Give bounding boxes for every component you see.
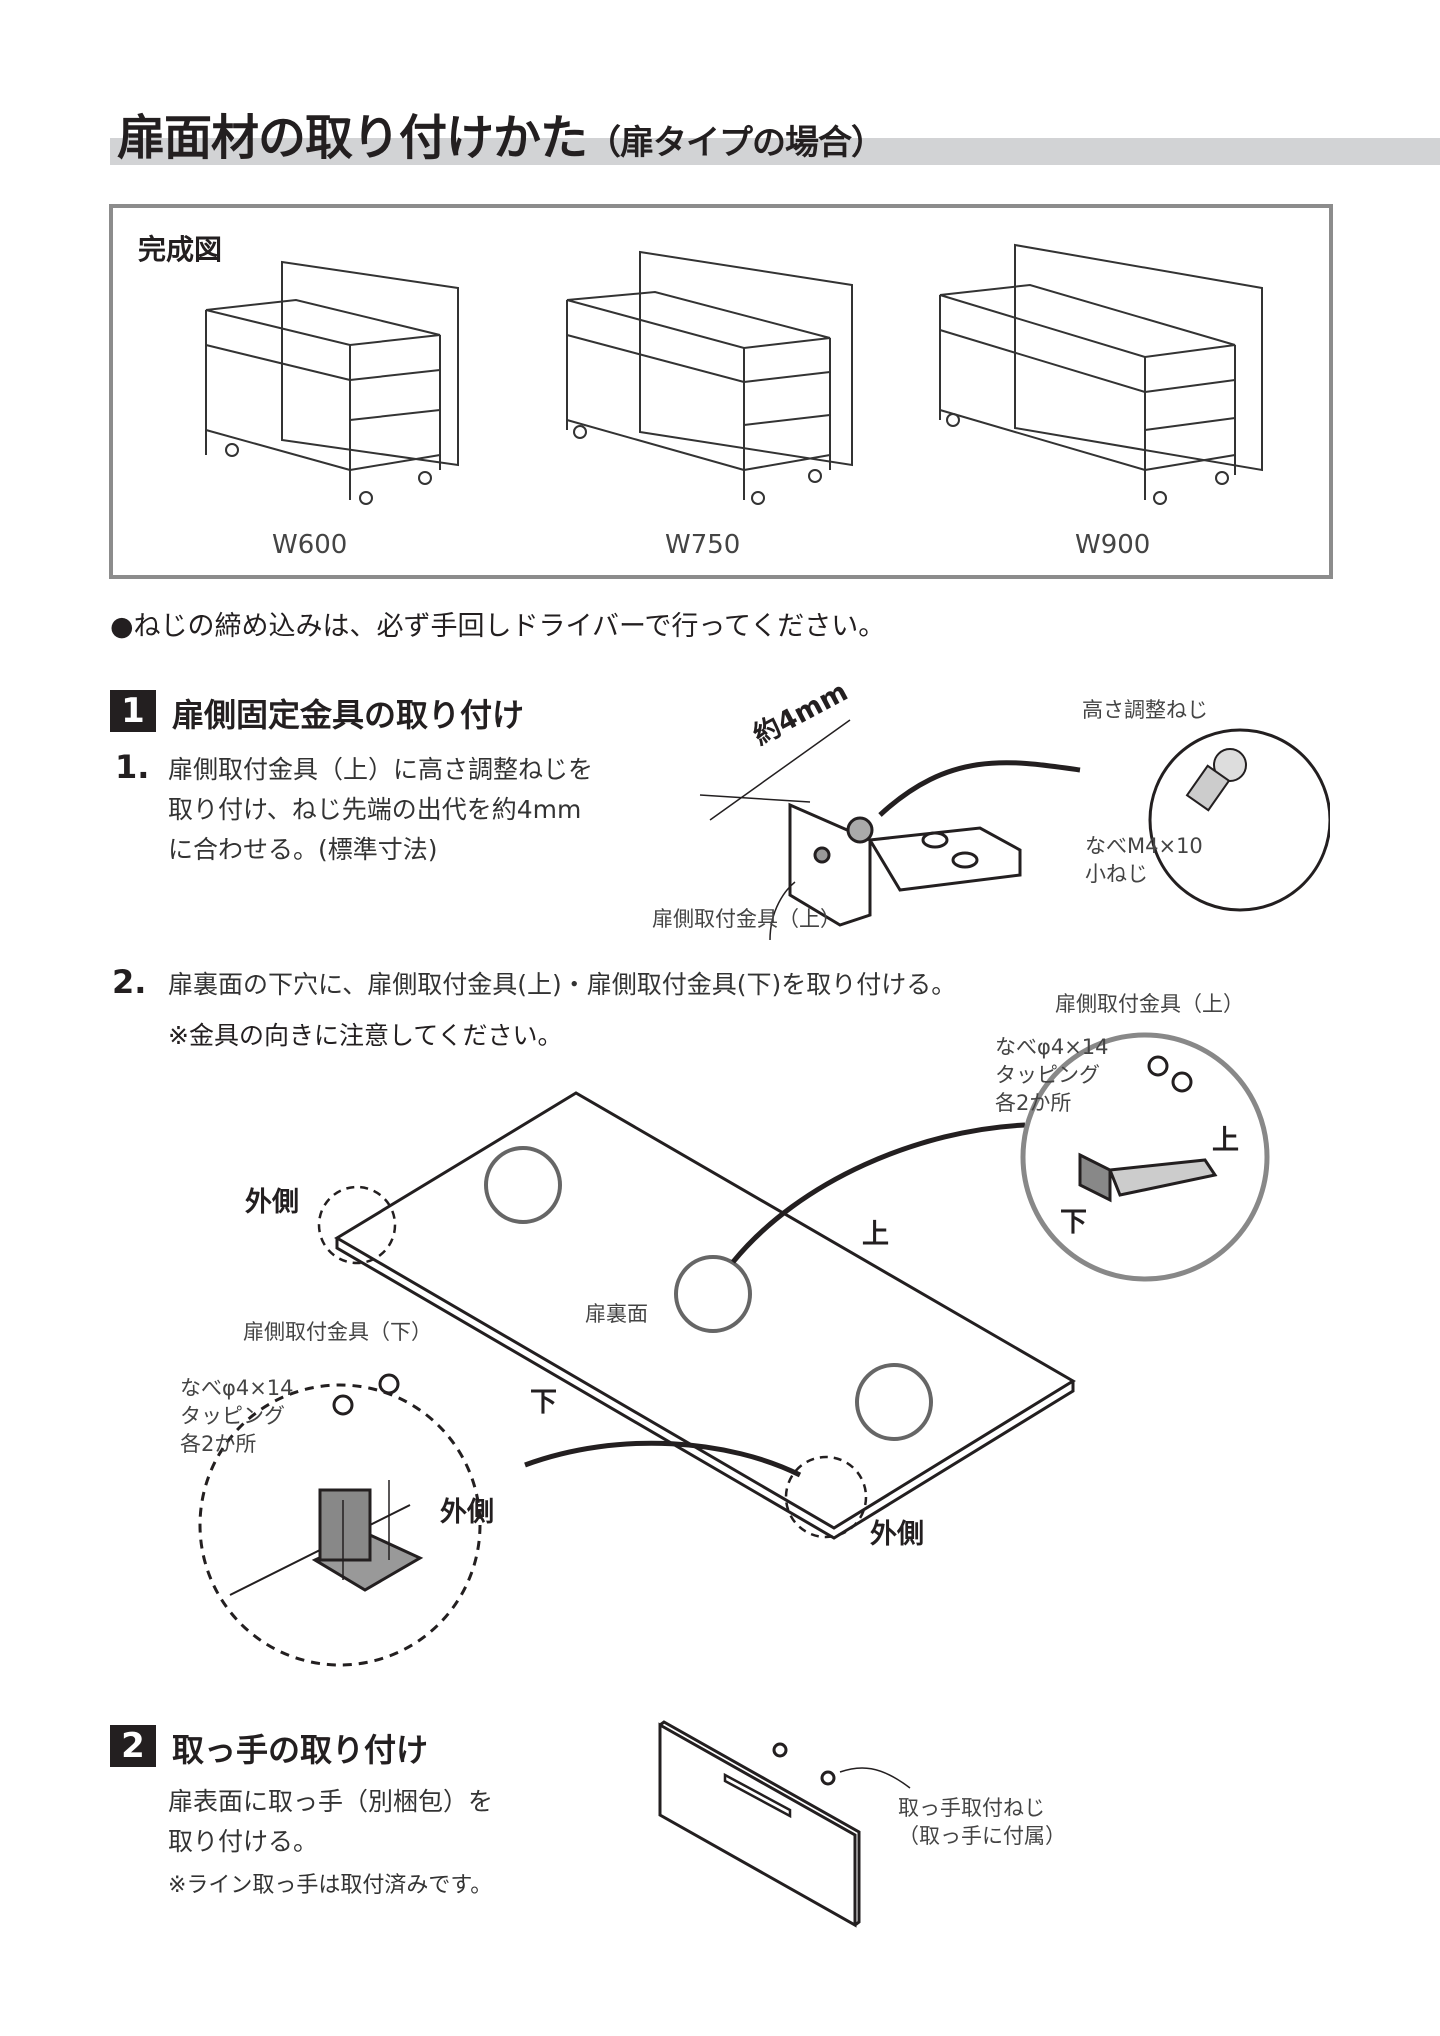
section2-line: 取り付ける。 [168,1827,319,1856]
handle-screw-label: 取っ手取付ねじ （取っ手に付属） [898,1794,1066,1850]
section2-text: 扉表面に取っ手（別梱包）を 取り付ける。 [168,1782,493,1862]
up-label-detail: 上 [1212,1125,1239,1156]
upper-screw-spec: なべφ4×14 タッピング 各2か所 [995,1033,1109,1117]
section1-title: 扉側固定金具の取り付け [172,696,525,734]
upper-bracket-label: 扉側取付金具（上） [652,907,841,931]
down-label-detail: 下 [1060,1207,1087,1238]
step-2-note: ※金具の向きに注意してください。 [168,1021,563,1050]
title-underline-bar [110,138,1440,165]
step-1-line: に合わせる。(標準寸法) [168,835,438,864]
screw-spec-line: タッピング [180,1404,285,1428]
model-label-w600: W600 [272,530,348,560]
step-1-line: 扉側取付金具（上）に高さ調整ねじを [168,755,594,784]
down-label-board: 下 [530,1387,557,1418]
handle-screw-line: （取っ手に付属） [898,1824,1066,1848]
screw-spec-line: なべφ4×14 [180,1376,294,1400]
section2-title: 取っ手の取り付け [172,1731,429,1769]
screw-spec-line: 各2か所 [180,1432,257,1456]
outside-label-bottom: 外側 [870,1519,924,1550]
up-label-board: 上 [862,1219,889,1250]
model-label-w900: W900 [1075,530,1151,560]
handle-screw-line: 取っ手取付ねじ [898,1796,1045,1820]
lower-bracket-label: 扉側取付金具（下） [243,1320,432,1344]
cabinet-w750 [566,250,853,505]
screw-spec-line: なべφ4×14 [995,1035,1109,1059]
screwdriver-notice: ●ねじの締め込みは、必ず手回しドライバーで行ってください。 [110,611,886,642]
outside-label-top: 外側 [245,1187,299,1218]
section2-line: 扉表面に取っ手（別梱包）を [168,1787,494,1816]
cabinet-w600 [205,260,459,505]
step-1-line: 取り付け、ねじ先端の出代を約4mm [168,795,582,824]
outside-label-detail: 外側 [440,1497,494,1528]
completion-label: 完成図 [138,233,223,266]
completion-figure-box [109,204,1333,579]
door-back-illustration [198,1032,1270,1667]
step-2-number: 2. [112,963,147,1001]
bracket-upper-illustration [699,719,1330,941]
section2-note: ※ライン取っ手は取付済みです。 [168,1873,493,1898]
door-back-label: 扉裏面 [585,1302,648,1326]
screw-spec-line: なべM4×10 [1085,834,1203,858]
step-2-text: 扉裏面の下穴に、扉側取付金具(上)・扉側取付金具(下)を取り付ける。 [168,970,957,999]
upper-bracket-detail-label: 扉側取付金具（上） [1055,992,1244,1016]
cabinet-w900 [939,243,1263,505]
screw-spec-line: 小ねじ [1085,862,1148,886]
step-1-number: 1. [115,748,150,786]
lower-screw-spec: なべφ4×14 タッピング 各2か所 [180,1374,294,1458]
model-label-w750: W750 [665,530,741,560]
section-number-2: 2 [110,1725,156,1767]
screw-spec-line: 各2か所 [995,1091,1072,1115]
height-screw-spec: なべM4×10 小ねじ [1085,832,1203,888]
step-1-text: 扉側取付金具（上）に高さ調整ねじを 取り付け、ねじ先端の出代を約4mm に合わせ… [168,750,593,870]
title-main: 扉面材の取り付けかた [117,110,588,166]
cabinet-illustrations [205,243,1263,505]
height-screw-title: 高さ調整ねじ [1082,698,1208,722]
screw-spec-line: タッピング [995,1063,1100,1087]
section-number-1: 1 [110,690,156,732]
page-title: 扉面材の取り付けかた（扉タイプの場合） [117,98,885,168]
handle-illustration [658,1720,911,1928]
title-sub: （扉タイプの場合） [587,123,885,163]
